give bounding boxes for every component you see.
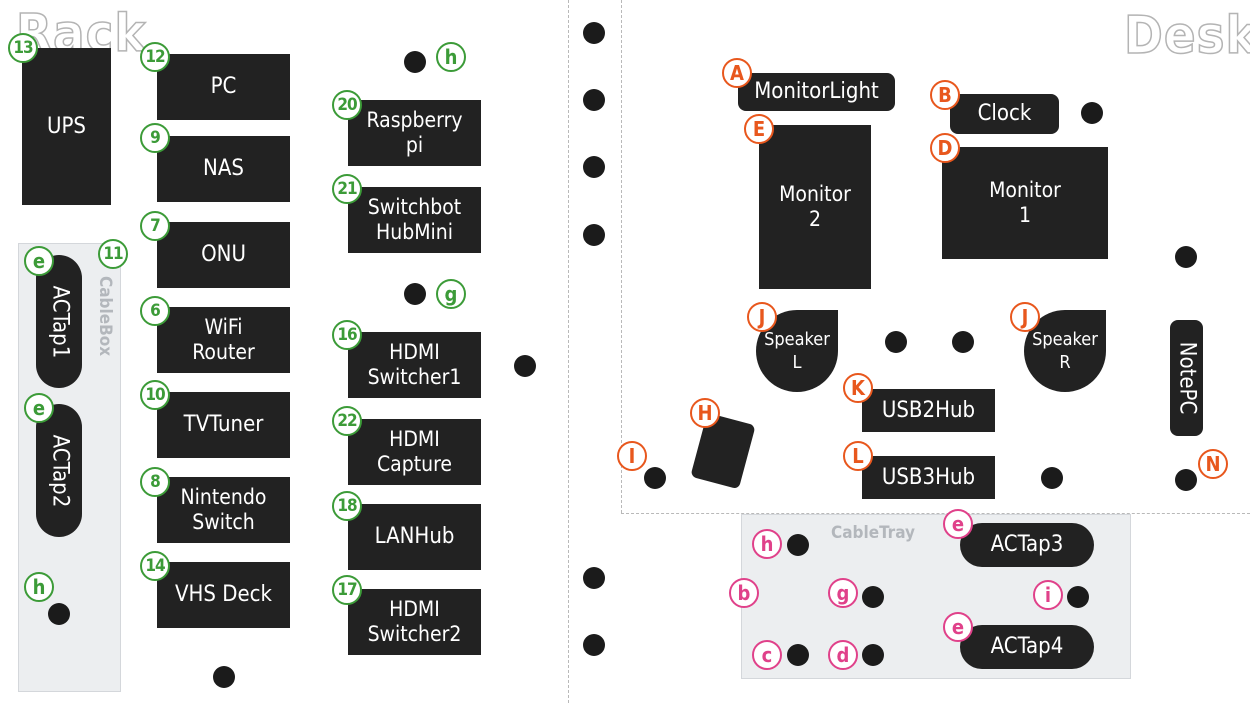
ups-device[interactable]: UPS: [22, 48, 111, 205]
desk-left-border: [621, 0, 622, 513]
notepc-label: NotePC: [1174, 341, 1200, 415]
wall-dot-1[interactable]: [583, 22, 605, 44]
usb3hub-device[interactable]: USB3Hub: [862, 456, 995, 499]
desk-dot-center-2[interactable]: [952, 331, 974, 353]
badge-tray-i: i: [1033, 580, 1063, 610]
badge-onu: 7: [140, 211, 170, 241]
raspberry-pi-device[interactable]: Raspberry pi: [348, 100, 481, 166]
badge-hdmi-switcher1: 16: [332, 320, 362, 350]
rack-desk-divider: [568, 0, 569, 703]
badge-tray-d: d: [828, 640, 858, 670]
badge-hdmi-switcher2: 17: [332, 575, 362, 605]
clock-device[interactable]: Clock: [950, 94, 1059, 134]
tvtuner-device[interactable]: TVTuner: [157, 392, 290, 458]
outlet-dot-h-top[interactable]: [404, 51, 426, 73]
outlet-dot-rack-bottom[interactable]: [213, 666, 235, 688]
tray-dot-h[interactable]: [787, 534, 809, 556]
tray-dot-i[interactable]: [1067, 586, 1089, 608]
monitor2-device[interactable]: Monitor 2: [759, 125, 871, 289]
badge-usb3hub: L: [843, 441, 873, 471]
hdmi-switcher1-device[interactable]: HDMI Switcher1: [348, 332, 481, 398]
hdmi-capture-device[interactable]: HDMI Capture: [348, 419, 481, 485]
nintendo-switch-device[interactable]: Nintendo Switch: [157, 477, 290, 543]
actap4-device[interactable]: ACTap4: [960, 625, 1094, 669]
wall-dot-2[interactable]: [583, 89, 605, 111]
badge-speaker-l: J: [747, 302, 777, 332]
badge-ups: 13: [8, 33, 38, 63]
badge-hdmi-capture: 22: [332, 406, 362, 436]
badge-actap3: e: [943, 509, 973, 539]
onu-device[interactable]: ONU: [157, 222, 290, 288]
badge-cablebox: 11: [98, 239, 128, 269]
badge-monitorlight: A: [722, 58, 752, 88]
actap2-label: ACTap2: [46, 434, 72, 507]
badge-pc: 12: [140, 42, 170, 72]
wall-dot-6[interactable]: [583, 634, 605, 656]
actap2-device[interactable]: ACTap2: [36, 404, 82, 537]
actap3-device[interactable]: ACTap3: [960, 523, 1094, 567]
pc-device[interactable]: PC: [157, 54, 290, 120]
badge-tray-b: b: [729, 578, 759, 608]
badge-outlet-g: g: [436, 279, 466, 309]
badge-device-h: H: [690, 398, 720, 428]
desk-dot-center-1[interactable]: [885, 331, 907, 353]
badge-switchbot-hubmini: 21: [332, 174, 362, 204]
wifi-router-device[interactable]: WiFi Router: [157, 307, 290, 373]
desk-dot-usb3[interactable]: [1041, 467, 1063, 489]
badge-actap4: e: [943, 612, 973, 642]
hdmi-switcher2-device[interactable]: HDMI Switcher2: [348, 589, 481, 655]
switchbot-hubmini-device[interactable]: Switchbot HubMini: [348, 187, 481, 253]
monitorlight-device[interactable]: MonitorLight: [738, 73, 895, 111]
tray-dot-c[interactable]: [787, 644, 809, 666]
badge-speaker-r: J: [1010, 302, 1040, 332]
badge-tray-h: h: [752, 529, 782, 559]
cabletray-label: CableTray: [831, 523, 915, 543]
badge-outlet-i: I: [617, 441, 647, 471]
badge-tvtuner: 10: [140, 380, 170, 410]
badge-clock: B: [930, 80, 960, 110]
badge-usb2hub: K: [843, 373, 873, 403]
badge-tray-g: g: [828, 578, 858, 608]
desk-dot-clock[interactable]: [1081, 102, 1103, 124]
vhs-deck-device[interactable]: VHS Deck: [157, 562, 290, 628]
badge-monitor2: E: [744, 114, 774, 144]
notepc-device[interactable]: NotePC: [1170, 320, 1203, 436]
actap1-label: ACTap1: [46, 285, 72, 358]
badge-nintendo-switch: 8: [140, 467, 170, 497]
outlet-dot-h-bottom[interactable]: [48, 603, 70, 625]
badge-actap2: e: [24, 393, 54, 423]
badge-lanhub: 18: [332, 491, 362, 521]
badge-outlet-h-bottom: h: [24, 572, 54, 602]
tray-dot-g[interactable]: [862, 586, 884, 608]
usb2hub-device[interactable]: USB2Hub: [862, 389, 995, 432]
badge-monitor1: D: [930, 133, 960, 163]
actap1-device[interactable]: ACTap1: [36, 255, 82, 388]
outlet-dot-g[interactable]: [404, 283, 426, 305]
wall-dot-3[interactable]: [583, 156, 605, 178]
desk-dot-i[interactable]: [644, 467, 666, 489]
desk-bottom-border: [621, 513, 1250, 514]
badge-vhs-deck: 14: [140, 551, 170, 581]
wall-dot-4[interactable]: [583, 224, 605, 246]
badge-outlet-n: N: [1198, 449, 1228, 479]
outlet-dot-rack-right[interactable]: [514, 355, 536, 377]
lanhub-device[interactable]: LANHub: [348, 504, 481, 570]
wall-dot-5[interactable]: [583, 567, 605, 589]
cablebox-label: CableBox: [95, 276, 115, 357]
desk-dot-n[interactable]: [1175, 469, 1197, 491]
badge-tray-c: c: [752, 640, 782, 670]
badge-outlet-h-top: h: [436, 42, 466, 72]
badge-nas: 9: [140, 123, 170, 153]
nas-device[interactable]: NAS: [157, 136, 290, 202]
monitor1-device[interactable]: Monitor 1: [942, 147, 1108, 259]
desk-area-title: Desk: [1123, 6, 1250, 66]
badge-raspberry-pi: 20: [332, 90, 362, 120]
badge-actap1: e: [24, 246, 54, 276]
badge-wifi-router: 6: [140, 296, 170, 326]
tray-dot-d[interactable]: [862, 644, 884, 666]
desk-dot-right[interactable]: [1175, 246, 1197, 268]
